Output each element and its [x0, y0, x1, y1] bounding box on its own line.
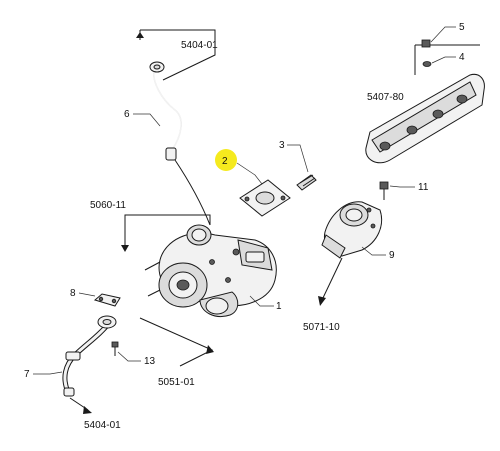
oil-return-pipe [62, 315, 117, 397]
ref-label-manifold[interactable]: 5407-80 [367, 92, 404, 103]
callout-13: 13 [117, 351, 156, 367]
ref-bracket-top-pipe: 5404-01 [136, 29, 218, 81]
ref-bracket-left: 5060-11 [90, 200, 211, 252]
washer-part-4 [422, 61, 432, 67]
svg-text:11[interactable]: 11 [418, 182, 429, 193]
callout-11: 11 [389, 182, 429, 193]
gasket-part-8 [93, 293, 121, 307]
turbocharger-part-1 [144, 224, 277, 317]
svg-text:4[interactable]: 4 [459, 52, 465, 63]
bolt-part-13 [111, 341, 119, 356]
callout-1: 1 [249, 295, 282, 312]
svg-text:9[interactable]: 9 [389, 250, 395, 261]
callout-5: 5 [430, 22, 465, 43]
svg-text:1[interactable]: 1 [276, 301, 282, 312]
ref-label-top-pipe[interactable]: 5404-01 [181, 40, 218, 51]
callout-8: 8 [70, 288, 96, 299]
ref-label-bottom-pipe[interactable]: 5404-01 [84, 420, 121, 431]
highlight-marker [215, 149, 237, 171]
svg-text:3[interactable]: 3 [279, 140, 285, 151]
svg-text:5[interactable]: 5 [459, 22, 465, 33]
gasket-part-2 [239, 179, 291, 217]
svg-text:7[interactable]: 7 [24, 369, 30, 380]
callout-6: 6 [124, 109, 161, 127]
callout-7: 7 [24, 369, 63, 380]
nut-part-5 [421, 39, 431, 48]
exhaust-manifold [365, 73, 485, 164]
exhaust-elbow-part-9 [321, 201, 383, 259]
stud-part-3 [296, 174, 317, 191]
ref-label-left[interactable]: 5060-11 [90, 200, 126, 211]
ref-label-bottom-mid[interactable]: 5051-01 [158, 377, 195, 388]
ref-bracket-elbow: 5071-10 [303, 257, 343, 333]
svg-text:2[interactable]: 2 [222, 156, 228, 167]
bolt-part-11 [379, 181, 389, 200]
callout-9: 9 [361, 246, 395, 261]
callout-2: 2 [215, 149, 263, 185]
svg-text:6[interactable]: 6 [124, 109, 130, 120]
svg-text:13[interactable]: 13 [144, 356, 156, 367]
svg-text:8[interactable]: 8 [70, 288, 76, 299]
ref-bracket-bottom-pipe: 5404-01 [69, 397, 121, 431]
ref-label-elbow[interactable]: 5071-10 [303, 322, 340, 333]
ref-bracket-bottom-mid: 5051-01 [139, 317, 214, 388]
callout-4: 4 [431, 52, 465, 64]
callout-3: 3 [279, 140, 309, 173]
oil-feed-pipe [149, 61, 211, 226]
